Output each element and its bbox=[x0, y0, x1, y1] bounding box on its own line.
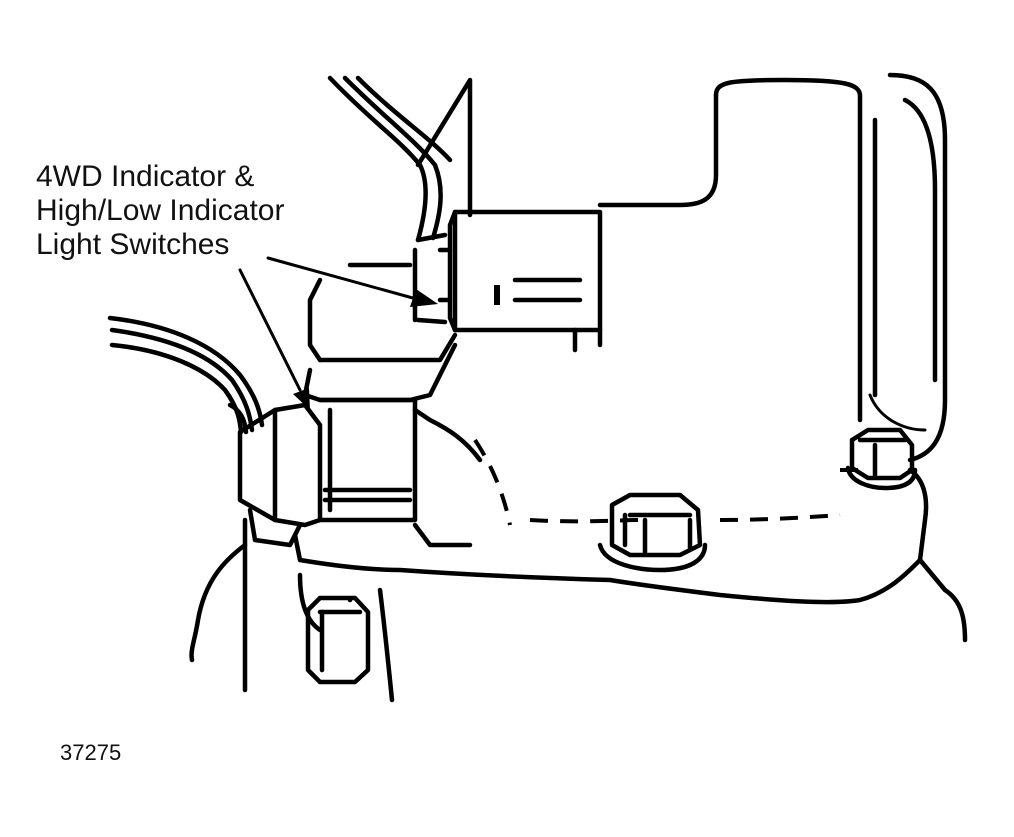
housing-body bbox=[292, 327, 929, 605]
upper-switch-wires bbox=[327, 75, 473, 243]
callout-line-2: High/Low Indicator bbox=[36, 194, 285, 227]
lower-indicator-switch bbox=[237, 397, 418, 693]
lower-left-bolt bbox=[305, 595, 371, 685]
switch-callout-label: 4WD Indicator & High/Low Indicator Light… bbox=[36, 160, 284, 262]
center-bolt bbox=[597, 492, 708, 573]
lower-switch-wires bbox=[107, 315, 265, 435]
callout-line-1: 4WD Indicator & bbox=[36, 160, 255, 193]
housing-tower bbox=[597, 72, 948, 463]
right-bolt bbox=[845, 427, 918, 491]
callout-line-3: Light Switches bbox=[36, 228, 230, 261]
upper-indicator-switch bbox=[412, 209, 603, 353]
callout-leaders bbox=[238, 256, 438, 410]
figure-id: 37275 bbox=[60, 740, 122, 765]
switch-boss bbox=[302, 262, 458, 403]
